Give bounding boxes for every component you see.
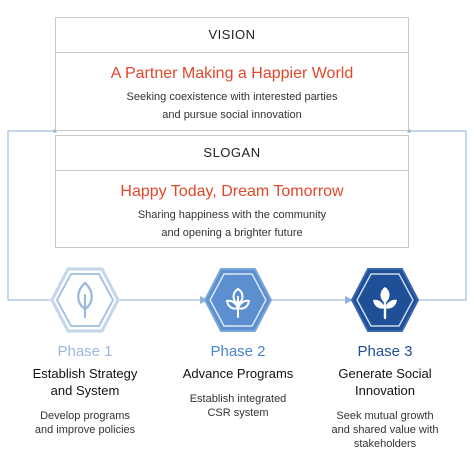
vision-body: A Partner Making a Happier World Seeking… [56,63,408,123]
vision-line-2: and pursue social innovation [162,109,302,121]
phase-1-desc-line-1: Develop programs [40,410,130,422]
phase-2-title-line-1: Advance Programs [182,366,294,381]
phase-2-label: Phase 2 [210,343,266,360]
slogan-line-2: and opening a brighter future [161,227,303,239]
phase-2-desc-line-1: Establish integrated [189,393,287,405]
leaf-icon [77,281,93,319]
phase-3-title-line-1: Generate Social [338,366,432,381]
phase-1-label: Phase 1 [57,343,113,360]
slogan-line-1: Sharing happiness with the community [137,209,327,221]
vision-box: VISION A Partner Making a Happier World … [55,17,409,131]
phase-2-column: Phase 2 Advance Programs Establish integ… [163,343,313,420]
phase-2-desc-line-2: CSR system [207,407,269,419]
phase-1-hexagon [50,267,120,333]
phase-1-title-line-2: and System [50,383,120,398]
right-frame-line [409,130,467,301]
phase-1-title-line-1: Establish Strategy [32,366,138,381]
phase-3-hexagon [350,268,420,332]
slogan-box: SLOGAN Happy Today, Dream Tomorrow Shari… [55,135,409,248]
phase-3-title-line-2: Innovation [355,383,415,398]
slogan-body: Happy Today, Dream Tomorrow Sharing happ… [56,181,408,241]
slogan-header: SLOGAN [56,136,408,171]
sprout-icon [373,287,397,320]
phase-1-column: Phase 1 Establish Strategy and System De… [10,343,160,437]
vision-line-1: Seeking coexistence with interested part… [126,91,338,103]
phase-3-desc-line-3: stakeholders [353,438,417,450]
phase-3-column: Phase 3 Generate Social Innovation Seek … [310,343,460,451]
phase-3-label: Phase 3 [357,343,413,360]
phase-1-desc-line-2: and improve policies [34,424,136,436]
phase-2-hexagon [203,268,273,332]
vision-header: VISION [56,18,408,53]
slogan-headline: Happy Today, Dream Tomorrow [120,183,344,200]
vision-headline: A Partner Making a Happier World [110,65,354,82]
left-frame-line [7,130,58,301]
phase-3-desc-line-1: Seek mutual growth [336,410,434,422]
phase-3-desc-line-2: and shared value with [331,424,439,436]
arrow-head-2 [345,296,353,304]
sprout-icon [225,287,251,318]
